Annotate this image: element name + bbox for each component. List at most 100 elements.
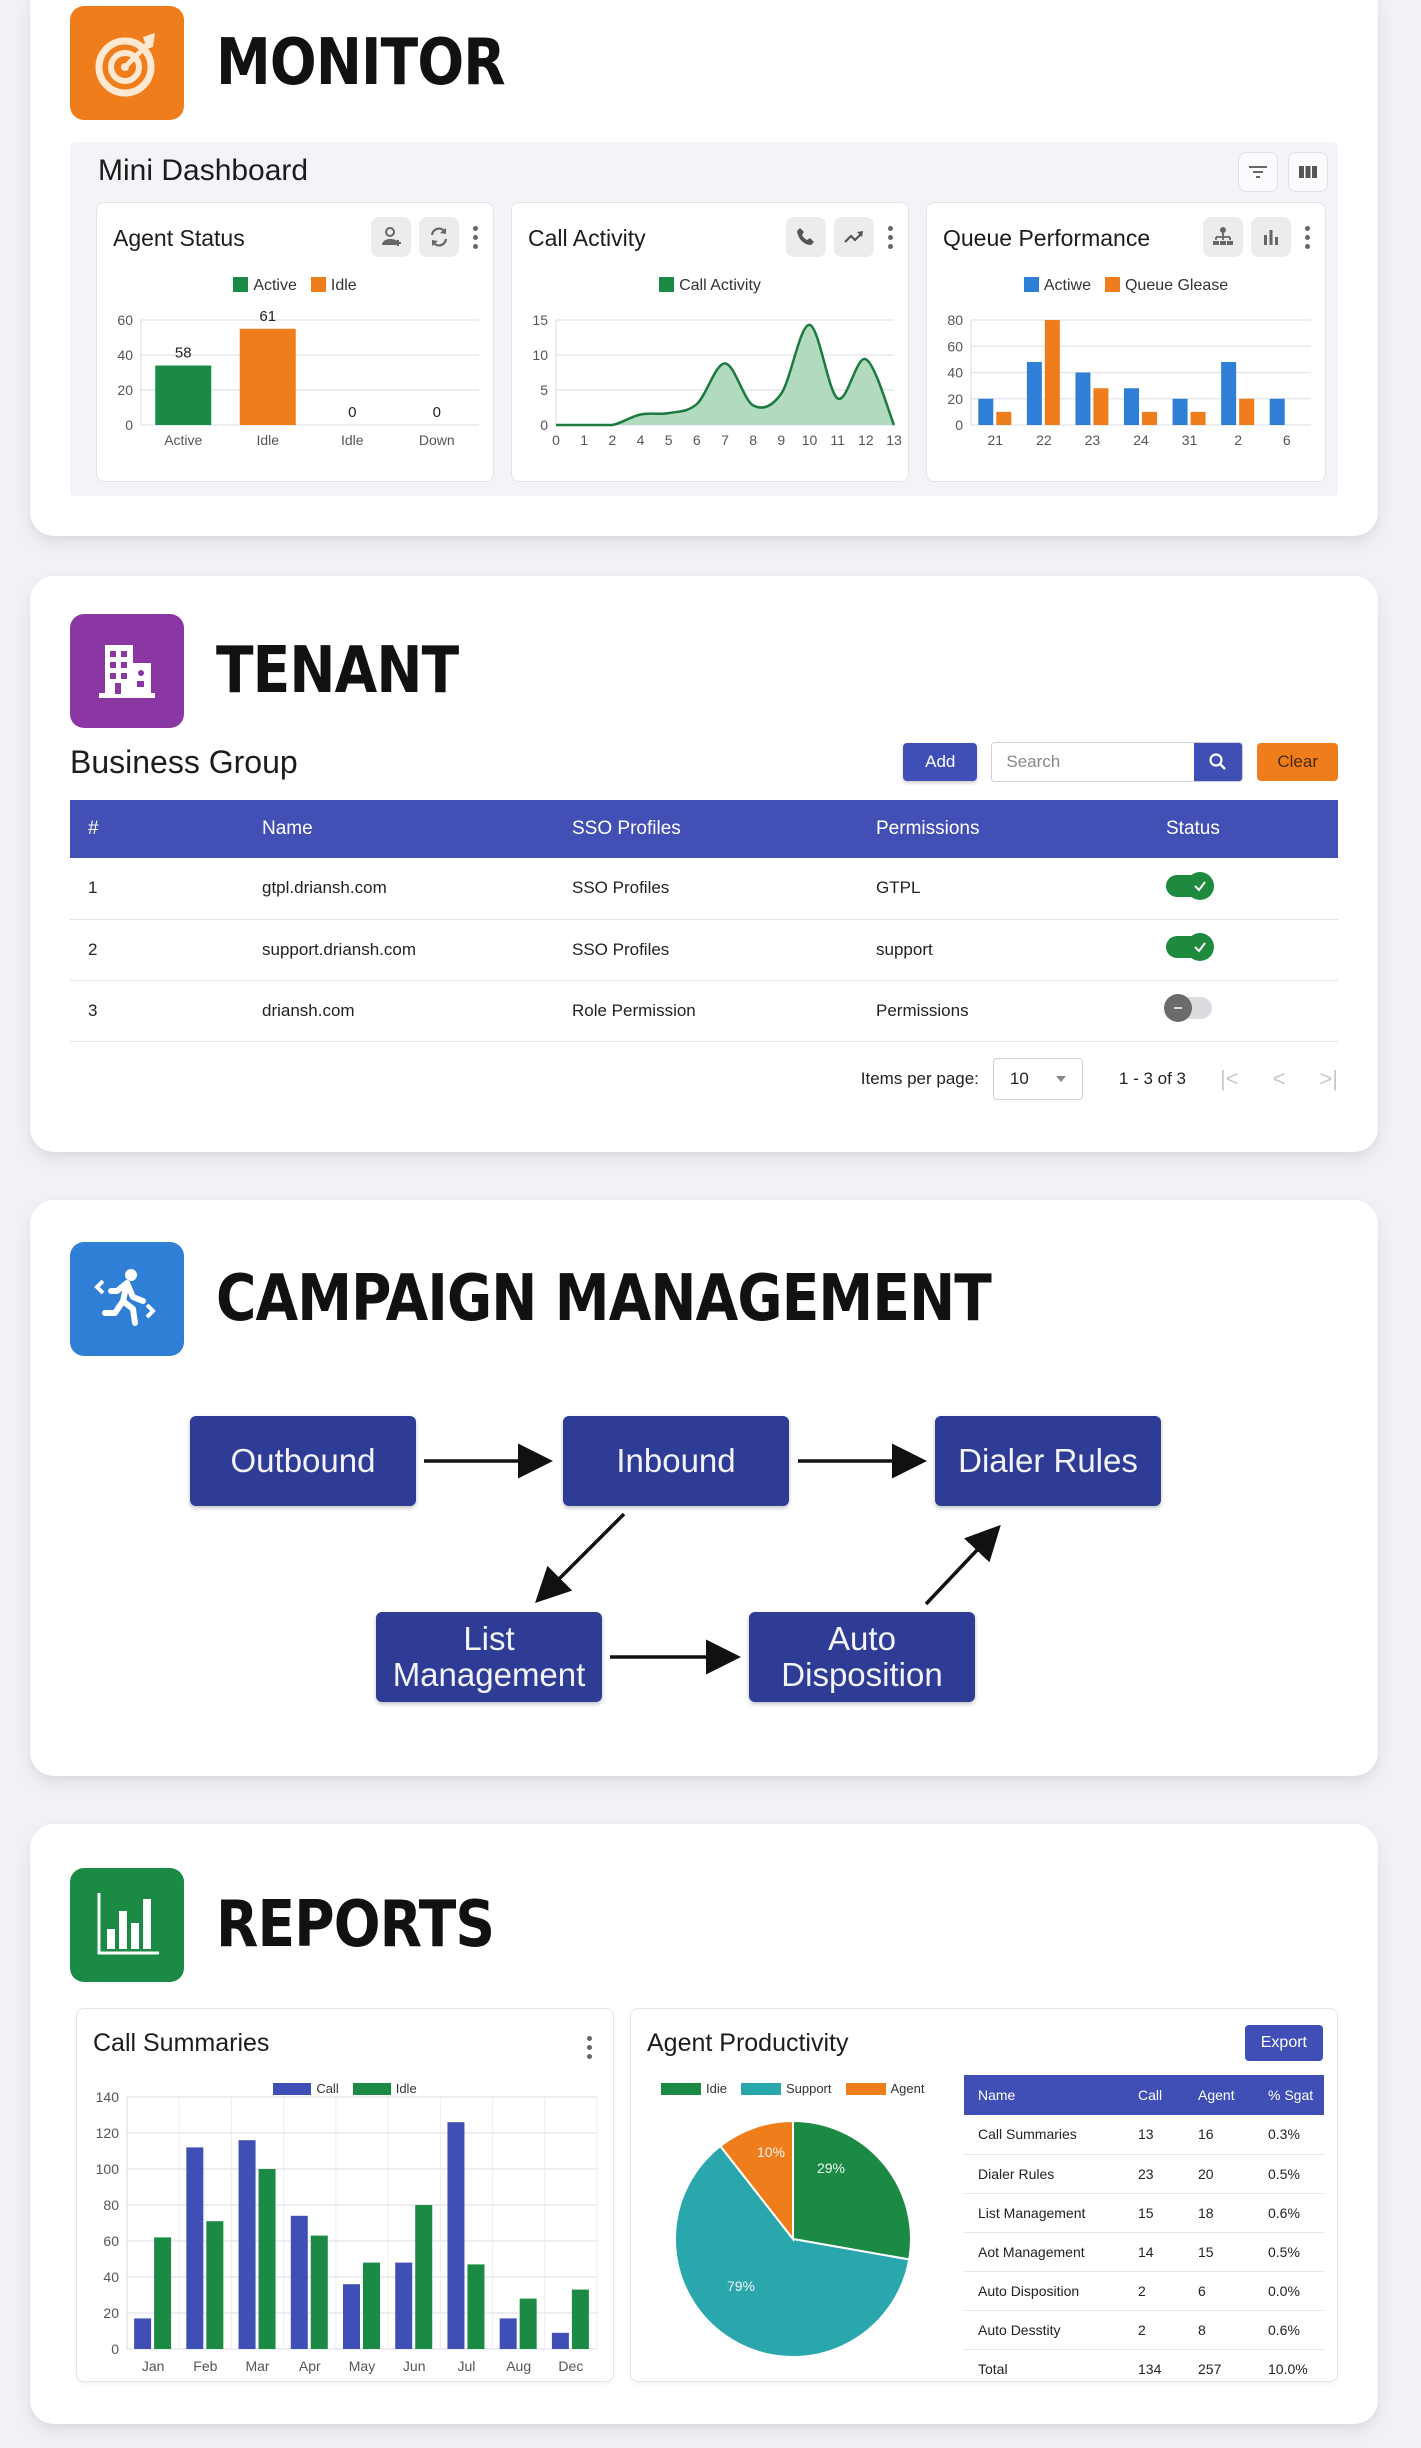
cell-name: support.driansh.com [244, 919, 554, 981]
last-page-button[interactable]: >| [1319, 1066, 1338, 1091]
svg-text:40: 40 [947, 365, 963, 381]
node-inbound[interactable]: Inbound [563, 1416, 789, 1506]
col-header-name[interactable]: Name [244, 800, 554, 858]
cell-call: 134 [1138, 2360, 1162, 2377]
export-button[interactable]: Export [1244, 2025, 1323, 2061]
svg-text:6: 6 [1283, 432, 1291, 448]
clear-button[interactable]: Clear [1257, 743, 1338, 781]
items-per-page-label: Items per page: [860, 1069, 979, 1088]
add-button[interactable]: Add [903, 743, 978, 781]
svg-text:7: 7 [721, 432, 729, 448]
svg-text:58: 58 [175, 345, 192, 362]
business-group-title: Business Group [70, 744, 298, 780]
col-header-num[interactable]: # [70, 800, 244, 858]
cell-agent: 6 [1184, 2271, 1254, 2311]
cell-name: Total [978, 2360, 1008, 2377]
card-title: Agent Productivity [647, 2029, 849, 2057]
col-header-status[interactable]: Status [1148, 800, 1338, 858]
trend-button[interactable] [834, 217, 874, 257]
cell-name: gtpl.driansh.com [244, 858, 554, 920]
svg-text:40: 40 [117, 347, 133, 363]
col-header-agent[interactable]: Agent [1184, 2075, 1254, 2115]
svg-text:2: 2 [608, 432, 616, 448]
add-agent-button[interactable] [371, 217, 411, 257]
hierarchy-button[interactable] [1203, 217, 1243, 257]
more-vert-icon[interactable] [581, 2027, 597, 2067]
svg-text:29%: 29% [817, 2160, 845, 2176]
bar-chart-button[interactable] [1251, 217, 1291, 257]
refresh-button[interactable] [419, 217, 459, 257]
table-row[interactable]: 1 gtpl.driansh.com SSO Profiles GTPL [70, 858, 1338, 920]
col-header-name[interactable]: Name [964, 2075, 1124, 2115]
node-list-management[interactable]: List Management [376, 1612, 602, 1702]
svg-text:0: 0 [125, 417, 133, 433]
prev-page-button[interactable]: < [1272, 1066, 1286, 1091]
target-icon [70, 6, 184, 120]
flow-arrows [424, 1443, 1001, 1675]
more-vert-icon[interactable] [467, 217, 483, 257]
svg-text:0: 0 [111, 2341, 119, 2357]
col-header-pct[interactable]: % Sgat [1254, 2075, 1324, 2115]
phone-button[interactable] [786, 217, 826, 257]
table-row[interactable]: 3 driansh.com Role Permission Permission… [70, 980, 1338, 1042]
svg-text:Jun: Jun [403, 2358, 426, 2374]
widget-title: Queue Performance [943, 225, 1151, 251]
status-toggle[interactable] [1166, 933, 1214, 961]
card-title: Call Summaries [93, 2029, 270, 2057]
col-header-permissions[interactable]: Permissions [858, 800, 1148, 858]
first-page-button[interactable]: |< [1220, 1066, 1239, 1091]
cell-pct: 0.0% [1254, 2271, 1324, 2311]
refresh-icon [430, 227, 448, 247]
svg-text:May: May [349, 2358, 375, 2374]
table-row[interactable]: 2 support.driansh.com SSO Profiles suppo… [70, 919, 1338, 981]
trending-up-icon [844, 231, 863, 243]
status-toggle[interactable] [1164, 994, 1212, 1022]
svg-text:Idle: Idle [256, 432, 279, 448]
svg-text:10: 10 [802, 432, 818, 448]
node-outbound[interactable]: Outbound [190, 1416, 416, 1506]
cell-pct: 0.6% [1254, 2193, 1324, 2233]
cell-agent: 15 [1184, 2232, 1254, 2272]
col-header-call[interactable]: Call [1124, 2075, 1184, 2115]
svg-text:5: 5 [665, 432, 673, 448]
cell-sso: Role Permission [554, 980, 858, 1042]
svg-text:11: 11 [830, 432, 845, 448]
tenant-header: TENANT [70, 614, 498, 728]
cell-call: 23 [1124, 2154, 1184, 2194]
search-input[interactable] [992, 743, 1195, 781]
cell-pct: 10.0% [1268, 2360, 1308, 2377]
cell-name: Aot Management [964, 2232, 1124, 2272]
cell-agent: 8 [1184, 2310, 1254, 2350]
more-vert-icon[interactable] [1299, 217, 1315, 257]
columns-button[interactable] [1288, 152, 1328, 192]
items-per-page-select[interactable]: 10 [992, 1058, 1083, 1100]
filter-button[interactable] [1238, 152, 1278, 192]
svg-text:13: 13 [886, 432, 902, 448]
monitor-title: MONITOR [216, 26, 506, 100]
more-vert-icon[interactable] [882, 217, 898, 257]
node-auto-disposition[interactable]: Auto Disposition [749, 1612, 975, 1702]
cell-status [1148, 980, 1338, 1042]
svg-text:60: 60 [103, 2233, 119, 2249]
search-box [991, 742, 1244, 782]
search-button[interactable] [1194, 743, 1243, 781]
widget-title: Agent Status [113, 225, 245, 251]
agent-productivity-pie: 29%79%10% [674, 2119, 912, 2358]
svg-text:80: 80 [947, 312, 963, 328]
table-header-row: Name Call Agent % Sgat [964, 2075, 1324, 2115]
cell-status [1148, 858, 1338, 920]
col-header-sso[interactable]: SSO Profiles [554, 800, 858, 858]
status-toggle[interactable] [1166, 871, 1214, 900]
cell-name: Auto Desstity [964, 2310, 1124, 2350]
mini-dashboard-title: Mini Dashboard [98, 154, 309, 187]
node-dialer-rules[interactable]: Dialer Rules [935, 1416, 1161, 1506]
